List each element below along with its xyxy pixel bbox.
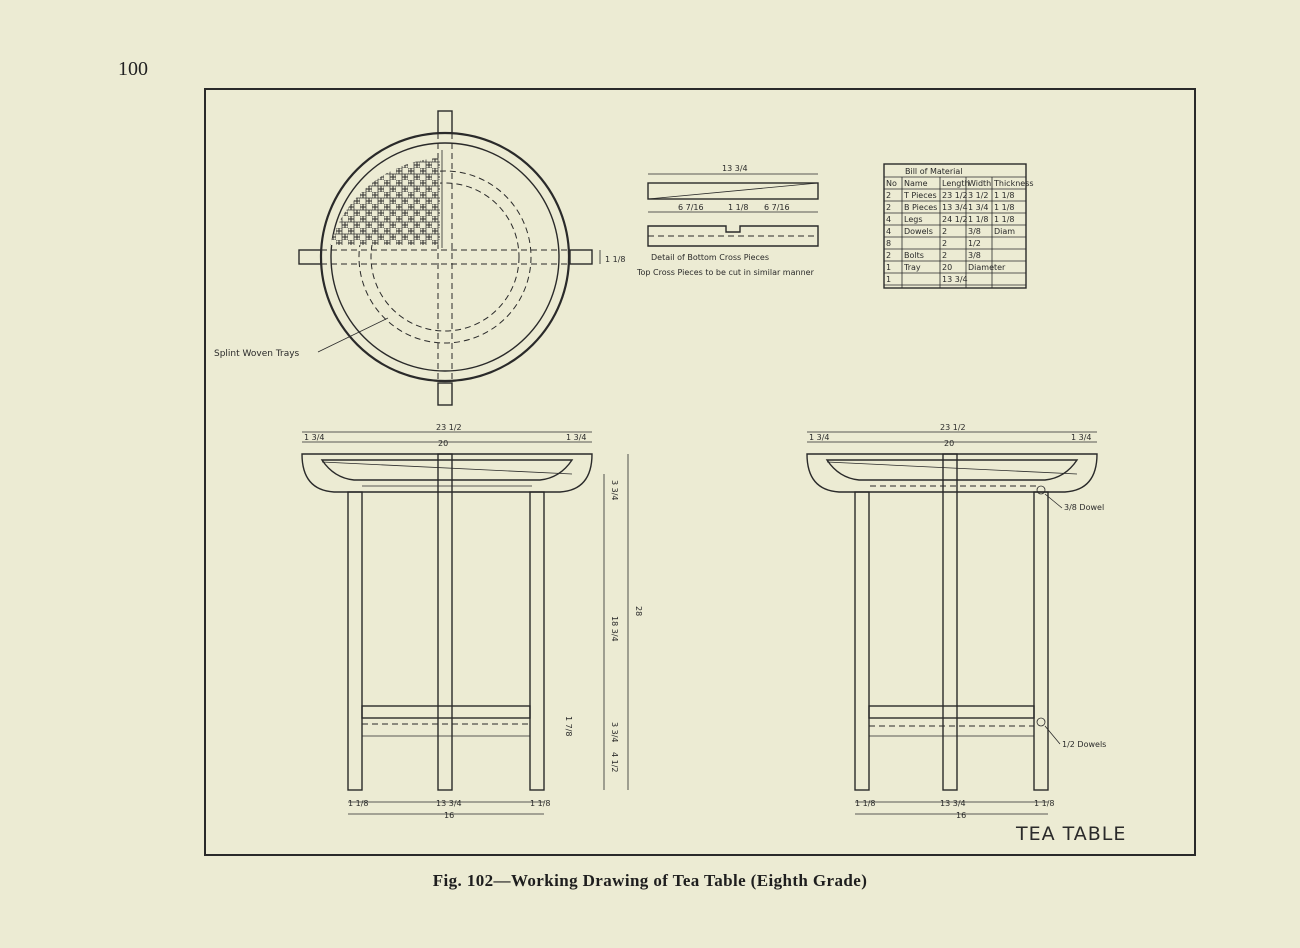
bom-cell: 1 3/4 [968, 203, 989, 212]
bom-cell: Legs [904, 215, 922, 224]
side-elevation: 3/8 Dowel 1/2 Dowels 23 1/2 20 1 3/4 1 3… [806, 423, 1106, 820]
bom-cell: 23 1/2 [942, 191, 968, 200]
bom-cell: B Pieces [904, 203, 937, 212]
bom-cell: 2 [942, 251, 947, 260]
bom-cell: 3/8 [968, 227, 981, 236]
front-total-height-dim: 28 [634, 606, 643, 616]
bom-cell: 2 [886, 191, 891, 200]
bom-cell: 1 1/8 [994, 215, 1015, 224]
detail-caption-2: Top Cross Pieces to be cut in similar ma… [636, 268, 815, 277]
side-base-total-dim: 16 [956, 811, 966, 820]
bom-cell: 1/2 [968, 239, 981, 248]
side-side-left-dim: 1 3/4 [809, 433, 830, 442]
side-side-right-dim: 1 3/4 [1071, 433, 1092, 442]
front-tray-dim: 20 [438, 439, 448, 448]
bom-cell: 1 1/8 [968, 215, 989, 224]
dowel-label-1: 3/8 Dowel [1064, 503, 1104, 512]
bom-cell: Tray [903, 263, 921, 272]
drawing-frame [204, 88, 1196, 856]
tray-label: Splint Woven Trays [214, 349, 300, 359]
detail-notch-dim: 1 1/8 [728, 203, 749, 212]
bom-cell: 20 [942, 263, 952, 272]
bom-header-cell: No [886, 179, 897, 188]
bom-header-cell: Thickness [993, 179, 1034, 188]
front-elevation: 23 1/2 20 1 3/4 1 3/4 18 3/4 28 3 3/4 3 … [301, 423, 643, 820]
bom-cell: 1 [886, 275, 891, 284]
page-number: 100 [118, 58, 148, 80]
side-leg-right-dim: 1 1/8 [1034, 799, 1055, 808]
bom-cell: 1 1/8 [994, 191, 1015, 200]
front-overall-dim: 23 1/2 [436, 423, 462, 432]
detail-cross-pieces: 13 3/4 6 7/16 1 1/8 6 7/16 Detail of Bot… [636, 164, 819, 277]
bom-cell: 3/8 [968, 251, 981, 260]
drawing-title: TEA TABLE [1015, 823, 1126, 845]
bom-cell: 24 1/2 [942, 215, 968, 224]
bom-cell: 2 [942, 227, 947, 236]
front-top-gap-dim: 3 3/4 [610, 480, 619, 501]
bom-title: Bill of Material [905, 167, 962, 176]
side-base-inner-dim: 13 3/4 [940, 799, 966, 808]
side-leg-left-dim: 1 1/8 [855, 799, 876, 808]
bom-cell: 8 [886, 239, 891, 248]
bom-cell: 1 [886, 263, 891, 272]
bom-header-cell: Width [968, 179, 991, 188]
svg-text:1 1/8: 1 1/8 [605, 255, 626, 264]
bom-cell: 4 [886, 227, 891, 236]
front-lower-gap-dim: 3 3/4 [610, 722, 619, 743]
detail-length-dim: 13 3/4 [722, 164, 748, 173]
bom-header-cell: Length [942, 179, 970, 188]
bom-cell: 3 1/2 [968, 191, 989, 200]
bom-cell: Diameter [968, 263, 1006, 272]
bom-cell: Diam [994, 227, 1015, 236]
bom-cell: 2 [886, 203, 891, 212]
bom-cell: 4 [886, 215, 891, 224]
detail-half-right-dim: 6 7/16 [764, 203, 790, 212]
front-base-inner-dim: 13 3/4 [436, 799, 462, 808]
side-tray-dim: 20 [944, 439, 954, 448]
front-leg-right-dim: 1 1/8 [530, 799, 551, 808]
front-leg-left-dim: 1 1/8 [348, 799, 369, 808]
front-stretcher-dim: 1 7/8 [564, 716, 573, 737]
top-view: 1 1/8 Splint Woven Trays [214, 110, 626, 406]
bom-cell: 1 1/8 [994, 203, 1015, 212]
front-leg-height-dim: 18 3/4 [610, 616, 619, 642]
front-side-left-dim: 1 3/4 [304, 433, 325, 442]
bom-cell: 13 3/4 [942, 203, 968, 212]
bom-cell: 2 [886, 251, 891, 260]
bom-cell: 13 3/4 [942, 275, 968, 284]
bom-cell: Bolts [904, 251, 924, 260]
front-base-total-dim: 16 [444, 811, 454, 820]
front-side-right-dim: 1 3/4 [566, 433, 587, 442]
bom-header-cell: Name [904, 179, 928, 188]
detail-caption-1: Detail of Bottom Cross Pieces [651, 253, 769, 262]
front-foot-dim: 4 1/2 [610, 752, 619, 773]
bom-cell: 2 [942, 239, 947, 248]
side-overall-dim: 23 1/2 [940, 423, 966, 432]
dowel-label-2: 1/2 Dowels [1062, 740, 1106, 749]
figure-caption: Fig. 102—Working Drawing of Tea Table (E… [432, 871, 868, 890]
detail-half-left-dim: 6 7/16 [678, 203, 704, 212]
bom-cell: Dowels [904, 227, 933, 236]
bom-cell: T Pieces [903, 191, 937, 200]
